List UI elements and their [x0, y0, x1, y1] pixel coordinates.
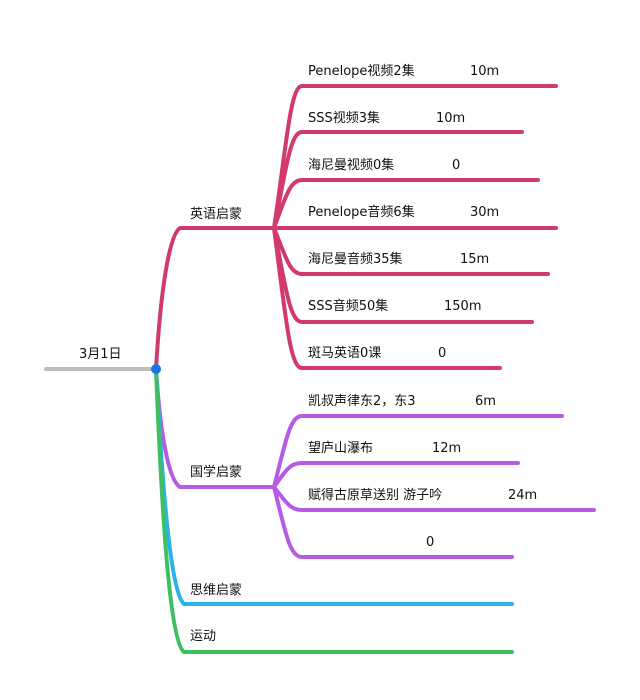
guoxue-child-value-3: 0 — [426, 535, 434, 550]
english-child-label-3[interactable]: Penelope音频6集 — [308, 204, 415, 220]
branch-label-siwei[interactable]: 思维启蒙 — [190, 583, 242, 598]
guoxue-child-value-1: 12m — [432, 441, 461, 456]
guoxue-children: 凯叔声律东2，东3 6m 望庐山瀑布 12m 赋得古原草送别 游子吟 24m 0 — [272, 394, 596, 559]
branch-label-guoxue[interactable]: 国学启蒙 — [190, 464, 242, 480]
english-child-value-2: 0 — [452, 158, 460, 173]
root-node-dot[interactable] — [151, 364, 161, 374]
connector-english-child-1 — [272, 130, 524, 230]
connector-guoxue-child-0 — [272, 414, 564, 489]
connector-english-child-2 — [272, 178, 540, 230]
guoxue-child-label-1[interactable]: 望庐山瀑布 — [308, 440, 373, 456]
english-child-label-0[interactable]: Penelope视频2集 — [308, 63, 415, 79]
guoxue-child-value-0: 6m — [475, 394, 496, 409]
root-node-label[interactable]: 3月1日 — [79, 347, 122, 362]
connector-english-child-4 — [272, 226, 550, 276]
branch-label-yundong[interactable]: 运动 — [190, 629, 216, 644]
english-child-value-5: 150m — [444, 299, 481, 314]
guoxue-child-value-2: 24m — [508, 488, 537, 503]
connector-guoxue-child-1 — [272, 461, 520, 489]
guoxue-child-label-0[interactable]: 凯叔声律东2，东3 — [308, 394, 416, 409]
english-child-value-4: 15m — [460, 252, 489, 267]
english-child-label-1[interactable]: SSS视频3集 — [308, 110, 380, 126]
connector-guoxue-child-3 — [272, 485, 514, 559]
english-child-value-0: 10m — [470, 64, 499, 79]
connector-yundong — [154, 367, 514, 654]
english-child-value-3: 30m — [470, 205, 499, 220]
connector-english — [154, 226, 276, 371]
english-child-label-4[interactable]: 海尼曼音频35集 — [308, 251, 403, 267]
english-child-value-1: 10m — [436, 111, 465, 126]
english-child-label-6[interactable]: 斑马英语0课 — [308, 346, 381, 361]
english-child-label-5[interactable]: SSS音频50集 — [308, 298, 388, 314]
guoxue-child-label-2[interactable]: 赋得古原草送别 游子吟 — [308, 487, 442, 503]
branch-label-english[interactable]: 英语启蒙 — [190, 207, 242, 222]
english-children: Penelope视频2集 10m SSS视频3集 10m 海尼曼视频0集 0 P… — [272, 63, 558, 370]
english-child-label-2[interactable]: 海尼曼视频0集 — [308, 157, 394, 173]
connector-english-child-6 — [272, 226, 502, 370]
connector-guoxue-child-2 — [272, 485, 596, 512]
english-child-value-6: 0 — [438, 346, 446, 361]
